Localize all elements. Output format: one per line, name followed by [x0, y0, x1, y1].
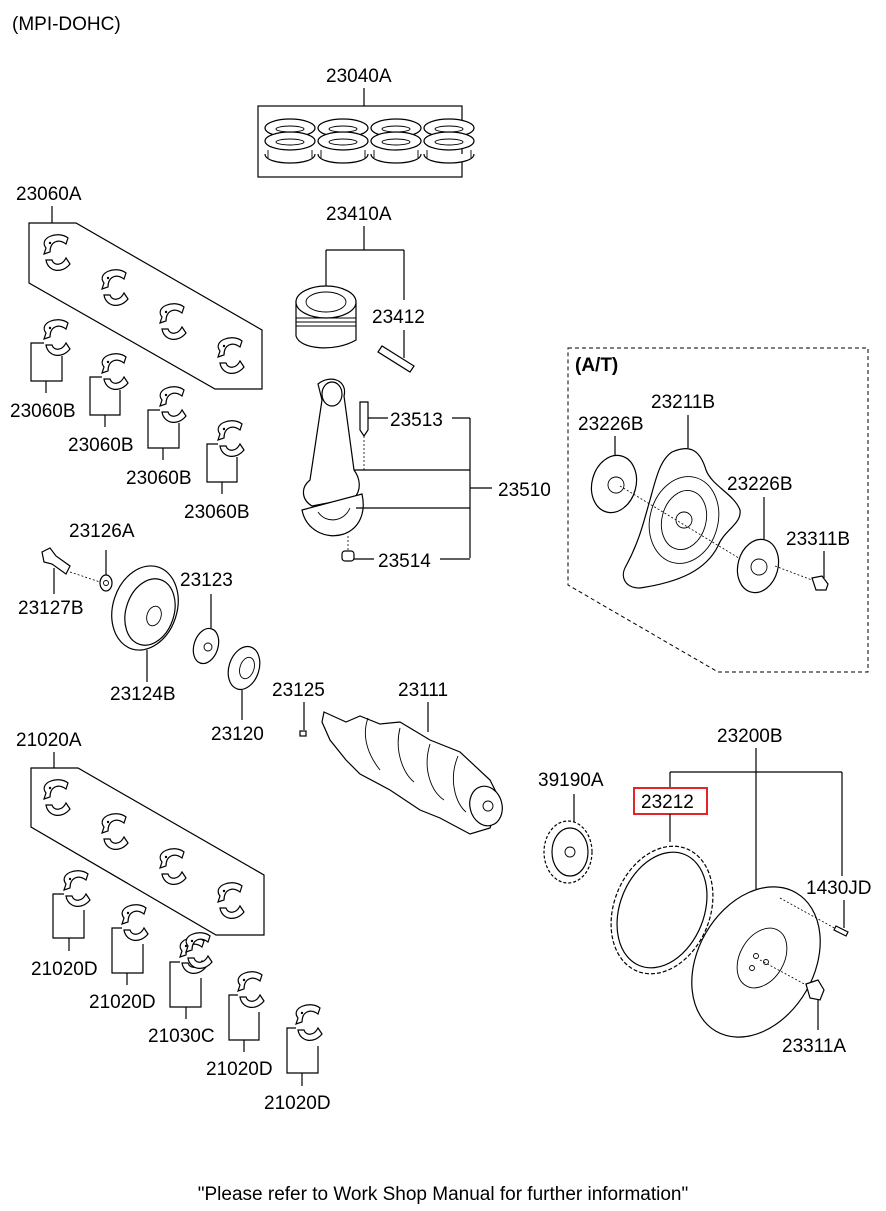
piston-ring-set[interactable]: 23040A [257, 66, 475, 178]
part-label-23125[interactable]: 23125 [272, 680, 325, 701]
part-label-23127b[interactable]: 23127B [18, 598, 84, 619]
upper-bearing-set[interactable]: 23060A [16, 184, 263, 390]
oil-pump-sprocket[interactable]: 39190A [538, 770, 604, 884]
part-label-23060b-4[interactable]: 23060B [184, 502, 250, 523]
part-label-23120[interactable]: 23120 [211, 724, 264, 745]
main-bearing-4[interactable]: 21020D [206, 971, 273, 1080]
part-label-23226b-1[interactable]: 23226B [578, 414, 644, 435]
part-label-23040a[interactable]: 23040A [326, 66, 392, 87]
part-label-21020d-5[interactable]: 21020D [264, 1093, 331, 1114]
part-label-21030c[interactable]: 21030C [148, 1026, 215, 1047]
part-label-23060b-2[interactable]: 23060B [68, 435, 134, 456]
main-bearing-2[interactable]: 21020D [89, 904, 156, 1013]
part-label-23124b[interactable]: 23124B [110, 684, 176, 705]
part-label-23060a[interactable]: 23060A [16, 184, 82, 205]
part-label-21020a[interactable]: 21020A [16, 730, 82, 751]
part-label-23226b-2[interactable]: 23226B [727, 474, 793, 495]
crankshaft[interactable]: 23125 23111 [272, 680, 507, 835]
part-label-23211b[interactable]: 23211B [651, 392, 715, 413]
upper-bearing-2[interactable]: 23060B [68, 353, 134, 456]
upper-bearing-3[interactable]: 23060B [126, 386, 192, 489]
part-label-23060b-1[interactable]: 23060B [10, 401, 76, 422]
part-label-23514[interactable]: 23514 [378, 551, 431, 572]
part-label-23123[interactable]: 23123 [180, 570, 233, 591]
part-label-21020d-1[interactable]: 21020D [31, 959, 98, 980]
flywheel-assy[interactable]: 23200B 23212 1430JD 23311A [593, 726, 872, 1060]
part-label-23510[interactable]: 23510 [498, 480, 551, 501]
main-bearing-5[interactable]: 21020D [264, 1004, 331, 1114]
part-label-23412[interactable]: 23412 [372, 307, 425, 328]
piston-assy[interactable]: 23410A 23412 [295, 204, 425, 373]
main-bearing-set[interactable]: 21020A [16, 730, 265, 936]
part-label-23111[interactable]: 23111 [398, 680, 448, 701]
part-label-23513[interactable]: 23513 [390, 410, 443, 431]
engine-type-label: (MPI-DOHC) [12, 14, 121, 35]
upper-bearing-1[interactable]: 23060B [10, 319, 76, 422]
part-label-23410a[interactable]: 23410A [326, 204, 392, 225]
thrust-bearing[interactable]: 21030C [148, 932, 215, 1047]
footer-note: "Please refer to Work Shop Manual for fu… [198, 1184, 688, 1205]
part-label-23060b-3[interactable]: 23060B [126, 468, 192, 489]
connecting-rod-assy[interactable]: 23513 23510 23514 [301, 378, 551, 572]
pulley-group[interactable]: 23126A 23127B 23124B 23123 23120 [18, 521, 265, 745]
main-bearing-1[interactable]: 21020D [31, 870, 98, 980]
part-label-21020d-4[interactable]: 21020D [206, 1059, 273, 1080]
upper-bearing-4[interactable]: 23060B [184, 420, 250, 523]
part-label-21020d-2[interactable]: 21020D [89, 992, 156, 1013]
part-label-23311a[interactable]: 23311A [782, 1036, 846, 1057]
at-drive-plate-group[interactable]: (A/T) 23226B 23211B 23226B 23311B [567, 347, 869, 673]
at-group-label: (A/T) [575, 355, 618, 376]
part-label-1430jd[interactable]: 1430JD [806, 878, 872, 899]
part-label-23200b[interactable]: 23200B [717, 726, 783, 747]
part-label-23212[interactable]: 23212 [641, 792, 694, 813]
part-label-23311b[interactable]: 23311B [786, 529, 850, 550]
part-label-23126a[interactable]: 23126A [69, 521, 135, 542]
part-label-39190a[interactable]: 39190A [538, 770, 604, 791]
